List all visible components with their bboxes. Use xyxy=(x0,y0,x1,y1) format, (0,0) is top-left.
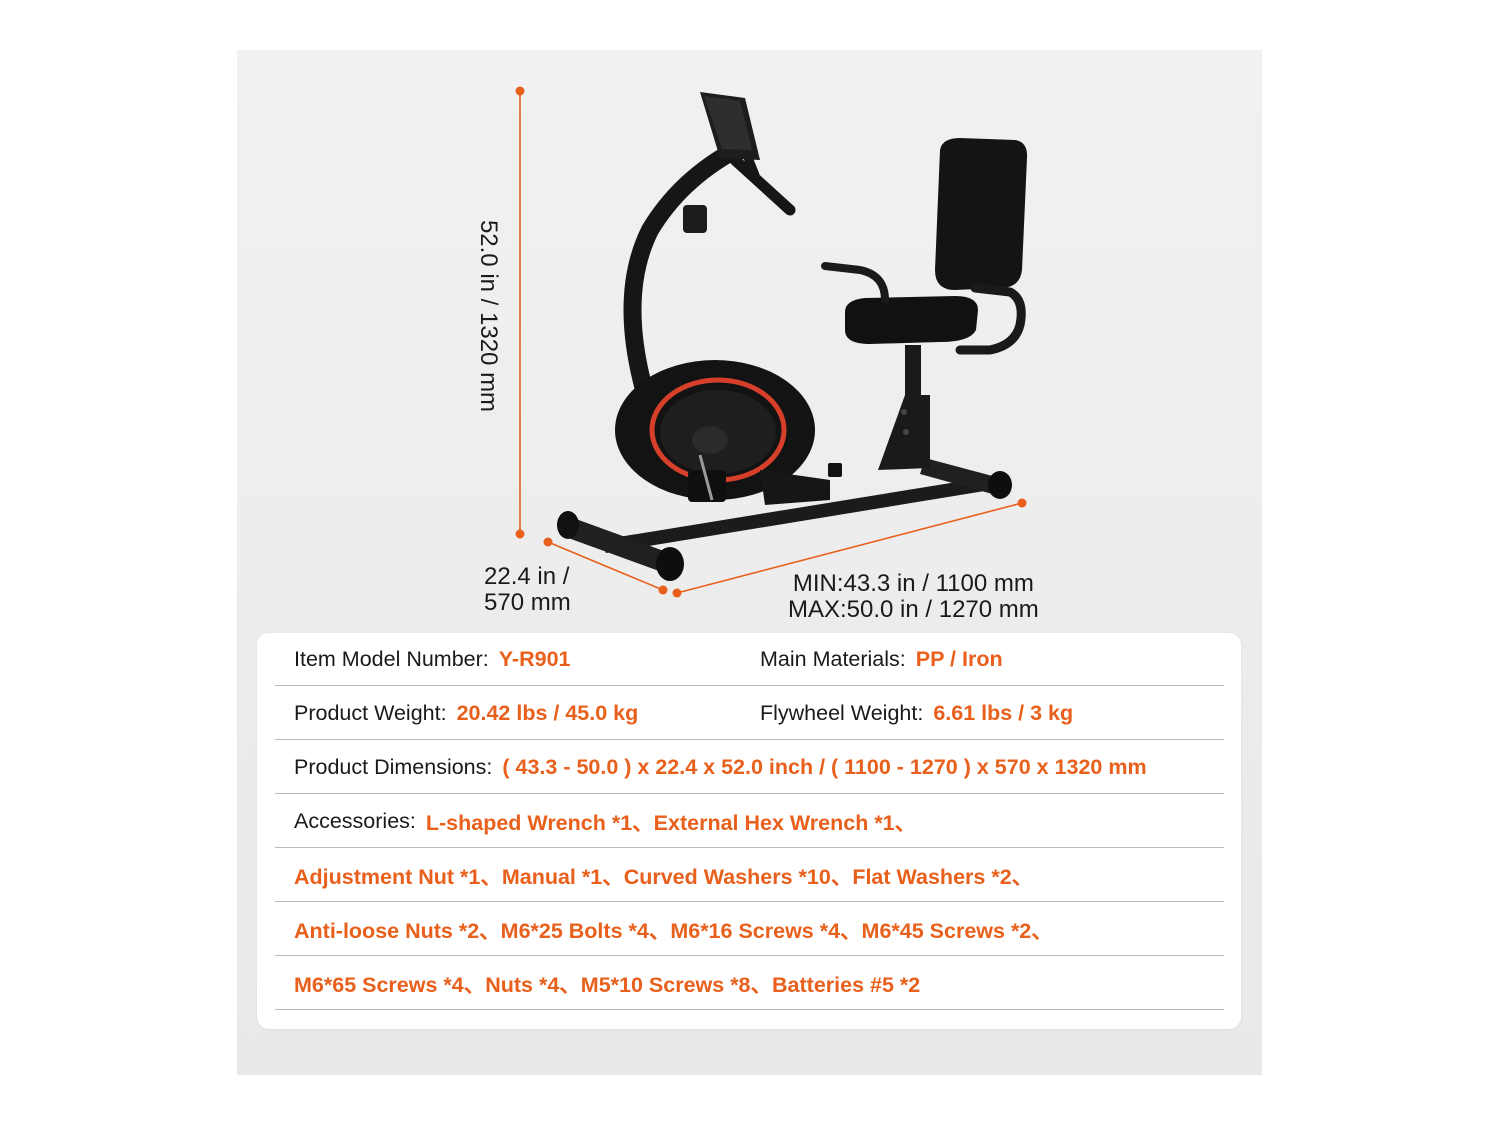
weight-value: 20.42 lbs / 45.0 kg xyxy=(456,700,639,725)
depth-dimension-line2: 570 mm xyxy=(484,589,571,616)
flywheel-value: 6.61 lbs / 3 kg xyxy=(933,701,1074,725)
weight-label: Product Weight: xyxy=(294,700,447,725)
spec-row-weight: Product Weight: 20.42 lbs / 45.0 kg Flyw… xyxy=(275,687,1224,740)
accessories-line1: L-shaped Wrench *1、External Hex Wrench *… xyxy=(425,810,917,835)
depth-dimension-label: 22.4 in / 570 mm xyxy=(484,564,571,616)
height-dimension-label: 52.0 in / 1320 mm xyxy=(475,219,502,413)
model-label: Item Model Number: xyxy=(294,646,489,671)
materials-value: PP / Iron xyxy=(915,647,1003,671)
model-value: Y-R901 xyxy=(498,646,571,671)
materials-cell: Main Materials: PP / Iron xyxy=(760,633,1003,686)
dimensions-label: Product Dimensions: xyxy=(294,754,493,779)
dimension-lines xyxy=(515,86,1027,598)
spec-row-model: Item Model Number: Y-R901 Main Materials… xyxy=(275,633,1224,686)
materials-label: Main Materials: xyxy=(760,647,906,671)
dimensions-value: ( 43.3 - 50.0 ) x 22.4 x 52.0 inch / ( 1… xyxy=(502,754,1147,779)
recumbent-bike xyxy=(557,92,1028,581)
flywheel-label: Flywheel Weight: xyxy=(760,701,924,725)
spec-row-accessories-3: Anti-loose Nuts *2、M6*25 Bolts *4、M6*16 … xyxy=(275,903,1224,956)
accessories-line4: M6*65 Screws *4、Nuts *4、M5*10 Screws *8、… xyxy=(294,972,921,997)
flywheel-cell: Flywheel Weight: 6.61 lbs / 3 kg xyxy=(760,687,1073,740)
length-min-label: MIN:43.3 in / 1100 mm xyxy=(792,570,1034,597)
length-max-label: MAX:50.0 in / 1270 mm xyxy=(788,596,1039,623)
spec-row-accessories-4: M6*65 Screws *4、Nuts *4、M5*10 Screws *8、… xyxy=(275,957,1224,1010)
spec-row-accessories-2: Adjustment Nut *1、Manual *1、Curved Washe… xyxy=(275,849,1224,902)
spec-row-accessories: Accessories: L-shaped Wrench *1、External… xyxy=(275,795,1224,848)
spec-row-dimensions: Product Dimensions: ( 43.3 - 50.0 ) x 22… xyxy=(275,741,1224,794)
accessories-line3: Anti-loose Nuts *2、M6*25 Bolts *4、M6*16 … xyxy=(294,918,1053,943)
depth-dimension-line1: 22.4 in / xyxy=(484,563,570,590)
spec-card: Item Model Number: Y-R901 Main Materials… xyxy=(257,633,1241,1029)
accessories-line2: Adjustment Nut *1、Manual *1、Curved Washe… xyxy=(294,864,1034,889)
length-dimension-label: MIN:43.3 in / 1100 mm MAX:50.0 in / 1270… xyxy=(788,571,1039,623)
accessories-label: Accessories: xyxy=(294,808,416,833)
